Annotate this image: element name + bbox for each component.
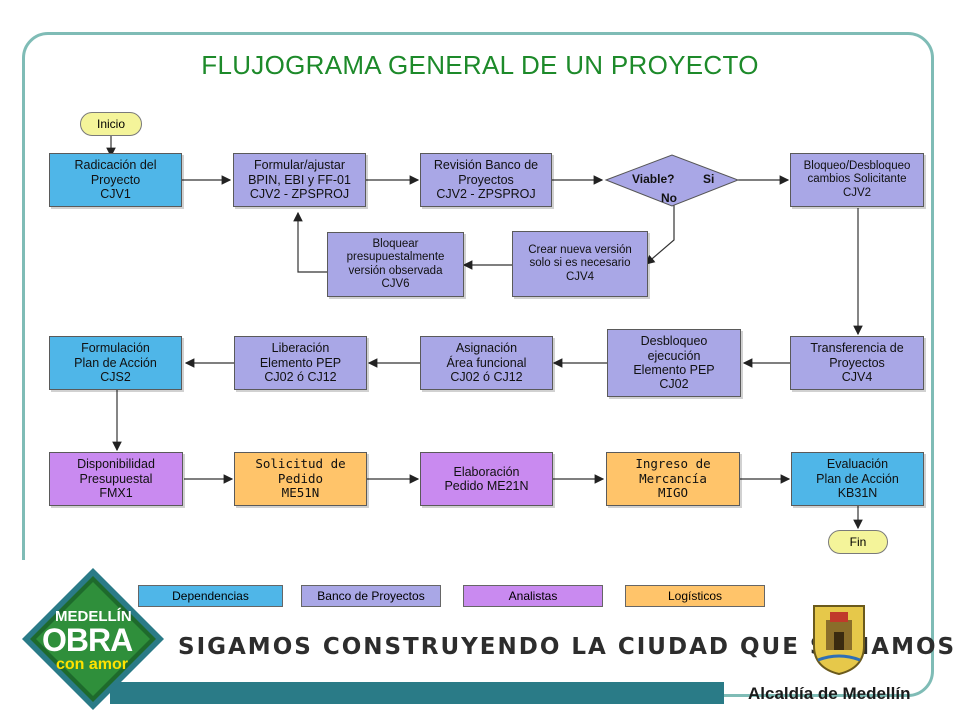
node-disponibilidad: Disponibilidad Presupuestal FMX1 [49,452,183,506]
node-liberacion: Liberación Elemento PEP CJ02 ó CJ12 [234,336,367,390]
decision-yes-label: Si [703,172,715,186]
node-bloqueo-desbloqueo: Bloqueo/Desbloqueo cambios Solicitante C… [790,153,924,207]
node-transferencia: Transferencia de Proyectos CJV4 [790,336,924,390]
coat-of-arms-icon [813,605,865,676]
logo-line2: OBRA [42,622,133,658]
node-ingreso-mercancia: Ingreso de Mercancía MIGO [606,452,740,506]
node-desbloqueo-ejecucion: Desbloqueo ejecución Elemento PEP CJ02 [607,329,741,397]
start-terminal: Inicio [80,112,142,136]
node-evaluacion: Evaluación Plan de Acción KB31N [791,452,924,506]
logo-line1: MEDELLÍN [55,608,132,625]
node-bloquear: Bloquear presupuestalmente versión obser… [327,232,464,297]
node-crear-version: Crear nueva versión solo si es necesario… [512,231,648,297]
legend-dependencias: Dependencias [138,585,283,607]
legend-logisticos: Logísticos [625,585,765,607]
node-formulacion-plan: Formulación Plan de Acción CJS2 [49,336,182,390]
footer-band [110,682,724,704]
node-formular: Formular/ajustar BPIN, EBI y FF-01 CJV2 … [233,153,366,207]
page-title: FLUJOGRAMA GENERAL DE UN PROYECTO [201,50,759,80]
legend-banco-proyectos: Banco de Proyectos [301,585,441,607]
node-elaboracion-pedido: Elaboración Pedido ME21N [420,452,553,506]
logo-line3: con amor [56,656,129,673]
node-solicitud-pedido: Solicitud de Pedido ME51N [234,452,367,506]
node-asignacion: Asignación Área funcional CJ02 ó CJ12 [420,336,553,390]
alcaldia-label: Alcaldía de Medellín [748,684,911,703]
decision-question: Viable? [632,172,675,186]
decision-diamond [604,154,740,207]
decision-no-label: No [661,191,677,205]
end-terminal: Fin [828,530,888,554]
node-revision: Revisión Banco de Proyectos CJV2 - ZPSPR… [420,153,552,207]
arrow-bloquear-formular [293,211,327,273]
medellin-logo [22,568,164,710]
legend-analistas: Analistas [463,585,603,607]
node-radicacion: Radicación del Proyecto CJV1 [49,153,182,207]
arrow-no-crear [645,205,675,265]
